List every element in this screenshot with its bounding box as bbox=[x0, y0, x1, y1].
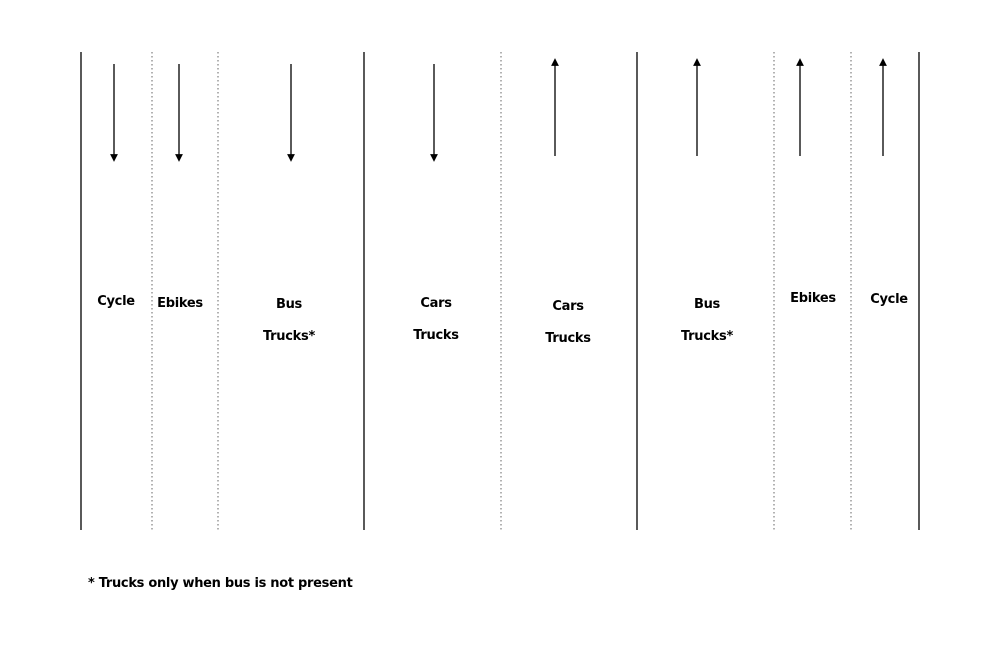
lane-label: Cycle bbox=[870, 292, 908, 307]
lane-label: Trucks bbox=[413, 328, 459, 343]
lane-label: Cars bbox=[552, 299, 584, 314]
lane-label: Trucks bbox=[545, 331, 591, 346]
lane-label: Ebikes bbox=[790, 291, 836, 306]
lane-label: Bus bbox=[693, 297, 721, 312]
lane-label: Trucks* bbox=[263, 329, 315, 344]
lane-label: Ebikes bbox=[157, 296, 203, 311]
lane-dividers bbox=[80, 52, 920, 530]
footnote: * Trucks only when bus is not present bbox=[88, 576, 353, 591]
lane-label: Cars bbox=[420, 296, 452, 311]
lane-label: Bus bbox=[275, 297, 303, 312]
lane-label: Cycle bbox=[97, 294, 135, 309]
lane-label: Trucks* bbox=[681, 329, 733, 344]
direction-arrows bbox=[110, 58, 887, 162]
